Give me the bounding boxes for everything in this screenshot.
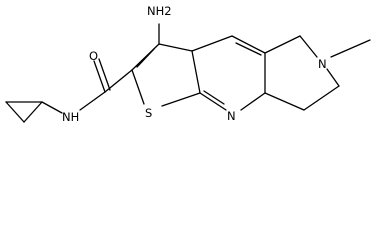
atom-label-o: O [89,49,98,63]
bond-carbonyl-thiophene [104,69,133,93]
bond-cyclopropyl-nh [41,101,63,114]
cyclopropyl-ring [5,101,43,123]
tetrahydropyridine-ring [264,35,340,111]
carbonyl-double-bond [93,58,111,93]
atom-label-ring-n: N [318,57,327,71]
bond-n-methyl [330,39,371,58]
thiophene-ring [131,43,201,107]
pyridine-ring [191,35,266,111]
atom-label-nh2: NH2 [147,4,172,18]
atom-label-pyridine-n: N [227,109,236,123]
bond-nh-carbonyl [79,91,106,111]
atom-label-nh: NH [62,110,79,124]
molecule-structure-diagram: NH2 O NH S N N [5,4,371,124]
atom-label-s: S [145,106,152,120]
